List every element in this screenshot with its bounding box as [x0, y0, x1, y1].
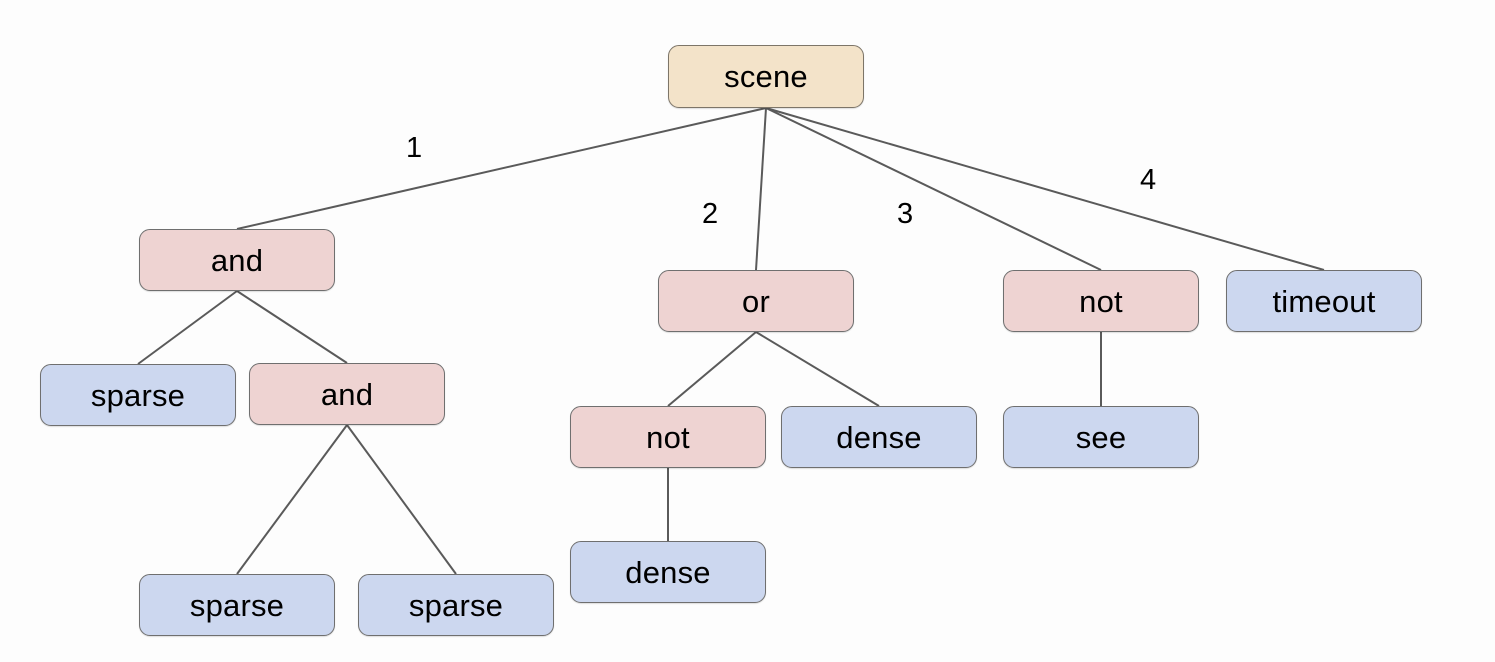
- tree-edge-and2-to-sparse3: [346, 424, 457, 575]
- tree-node-not1[interactable]: not: [1003, 270, 1199, 332]
- tree-node-label: dense: [625, 554, 711, 590]
- tree-node-label: sparse: [90, 377, 186, 413]
- tree-edge-and2-to-sparse2: [236, 424, 348, 575]
- tree-node-label: timeout: [1272, 283, 1376, 319]
- tree-edge-and1-to-and2: [236, 290, 348, 364]
- edge-label-1: 1: [406, 132, 423, 164]
- tree-node-label: scene: [724, 59, 808, 94]
- tree-node-label: sparse: [189, 587, 285, 623]
- edge-label-4: 4: [1140, 164, 1157, 196]
- tree-node-sparse1[interactable]: sparse: [40, 364, 236, 426]
- tree-node-and2[interactable]: and: [249, 363, 445, 425]
- tree-node-label: and: [320, 376, 374, 412]
- tree-edge-scene-to-not1: [765, 107, 1102, 271]
- tree-node-sparse3[interactable]: sparse: [358, 574, 554, 636]
- tree-node-dense2[interactable]: dense: [570, 541, 766, 603]
- tree-node-label: dense: [836, 419, 922, 455]
- tree-edge-scene-to-and1: [236, 107, 767, 230]
- tree-node-dense1[interactable]: dense: [781, 406, 977, 468]
- tree-node-see1[interactable]: see: [1003, 406, 1199, 468]
- tree-node-label: sparse: [408, 587, 504, 623]
- tree-edge-or1-to-dense1: [755, 331, 880, 407]
- tree-edge-scene-to-or1: [755, 107, 767, 271]
- tree-node-sparse2[interactable]: sparse: [139, 574, 335, 636]
- tree-node-label: or: [742, 283, 770, 319]
- tree-node-not2[interactable]: not: [570, 406, 766, 468]
- tree-node-and1[interactable]: and: [139, 229, 335, 291]
- tree-node-label: and: [210, 242, 264, 278]
- tree-edge-or1-to-not2: [667, 331, 757, 407]
- tree-edge-and1-to-sparse1: [137, 290, 238, 365]
- edge-label-2: 2: [702, 198, 719, 230]
- tree-node-label: see: [1075, 419, 1127, 455]
- tree-node-or1[interactable]: or: [658, 270, 854, 332]
- tree-node-label: not: [646, 419, 690, 455]
- tree-node-scene[interactable]: scene: [668, 45, 864, 108]
- tree-edge-scene-to-timeout1: [765, 107, 1325, 271]
- edge-label-3: 3: [897, 198, 914, 230]
- tree-node-timeout1[interactable]: timeout: [1226, 270, 1422, 332]
- tree-node-label: not: [1079, 283, 1123, 319]
